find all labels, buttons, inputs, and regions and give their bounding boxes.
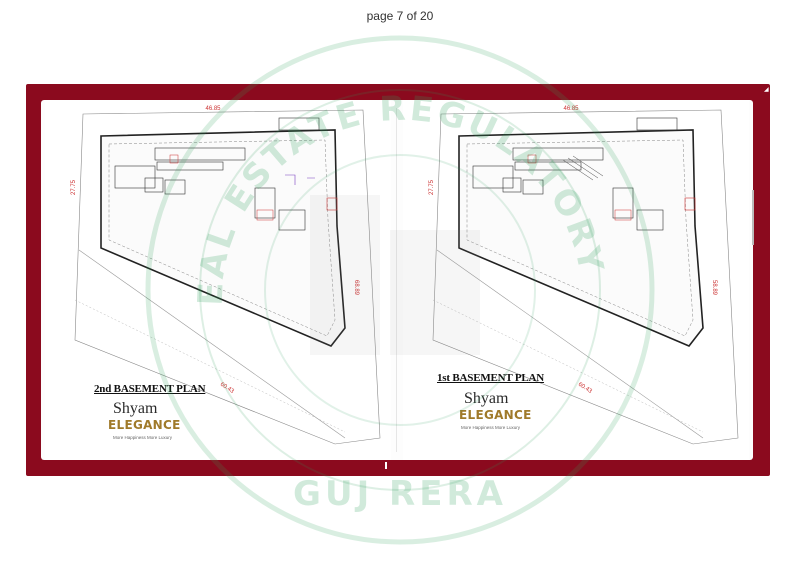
brand-tagline: More Happiness More Luxury (461, 425, 521, 430)
page-indicator: page 7 of 20 (366, 9, 434, 23)
dimension-label: 46.85 (563, 106, 579, 112)
page-fold (396, 108, 397, 452)
brand-name: Shyam (464, 390, 509, 407)
dimension-label: 58.89 (711, 280, 717, 296)
document-page[interactable]: 46.85 27.75 68.89 60.43 46.8 (41, 100, 753, 460)
floor-plan-2nd-basement: 46.85 27.75 68.89 60.43 (45, 100, 391, 460)
brand-sub: ELEGANCE (108, 418, 181, 432)
brand-tagline: More Happiness More Luxury (113, 435, 173, 440)
plan-title-1st-basement: 1st BASEMENT PLAN (437, 372, 545, 384)
scrollbar[interactable] (752, 190, 754, 245)
dimension-label: 27.75 (71, 179, 77, 195)
floor-plan-1st-basement: 46.85 27.75 58.89 60.43 (403, 100, 749, 460)
dimension-label: 68.89 (353, 280, 359, 296)
brand-sub: ELEGANCE (459, 408, 532, 422)
plan-title-2nd-basement: 2nd BASEMENT PLAN (94, 383, 206, 395)
watermark-bottom-text: GUJ RERA (293, 474, 507, 514)
document-frame: 46.85 27.75 68.89 60.43 46.8 (26, 84, 770, 476)
page-marker (385, 462, 387, 469)
dimension-label: 46.85 (205, 106, 221, 112)
expand-icon[interactable]: ◢ (764, 87, 769, 93)
dimension-label: 27.75 (429, 179, 435, 195)
brand-name: Shyam (113, 400, 158, 417)
